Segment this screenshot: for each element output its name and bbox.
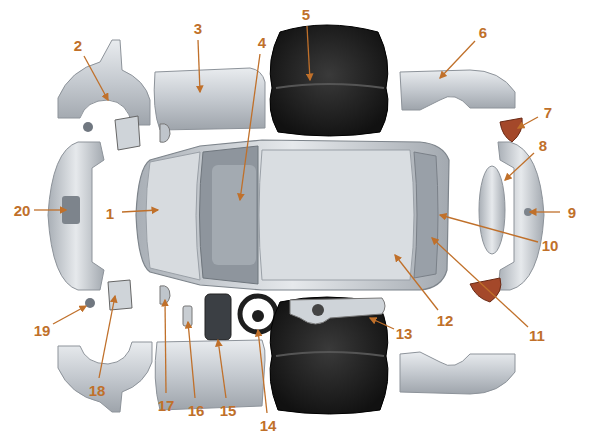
door-panel: [154, 68, 265, 130]
callout-number: 11: [529, 328, 545, 343]
fog-lamp: [85, 298, 95, 308]
leader-line: [505, 153, 534, 180]
leader-line: [198, 40, 200, 92]
seat: [270, 297, 388, 414]
steering-hub: [252, 310, 264, 322]
callout-number: 7: [544, 105, 552, 120]
seat: [270, 25, 388, 136]
callout-number: 10: [542, 238, 559, 253]
callout-number: 3: [194, 21, 202, 36]
leader-line: [432, 238, 528, 327]
hood: [146, 152, 200, 280]
leader-line: [530, 211, 560, 212]
leader-line: [258, 330, 267, 413]
roof: [259, 150, 414, 280]
front-fender: [58, 342, 152, 412]
rear-window: [414, 152, 438, 278]
leader-line: [218, 340, 226, 398]
instrument-cluster: [205, 294, 231, 340]
car-body: [136, 140, 449, 290]
leader-line: [440, 215, 538, 242]
leader-line: [518, 117, 538, 128]
callout-number: 9: [568, 205, 576, 220]
front-bumper: [48, 142, 104, 290]
callout-number: 6: [479, 25, 487, 40]
callout-number: 13: [396, 326, 413, 341]
leader-line: [240, 54, 260, 200]
rear-quarter-panel: [400, 352, 515, 394]
callout-number: 16: [188, 403, 205, 418]
callout-number: 18: [89, 383, 106, 398]
seat-seam: [276, 84, 384, 88]
leader-line: [370, 318, 394, 329]
leader-line: [165, 300, 166, 393]
rear-bumper: [498, 142, 544, 290]
callout-number: 1: [106, 206, 114, 221]
callout-number: 4: [258, 35, 266, 50]
callout-number: 15: [220, 403, 237, 418]
leader-line: [307, 26, 310, 80]
steering-wheel: [240, 296, 276, 332]
leader-line: [440, 41, 475, 78]
leader-line: [84, 56, 108, 100]
seat-seam: [276, 352, 384, 356]
leader-line: [395, 255, 438, 310]
center-console: [290, 298, 385, 324]
windshield: [200, 146, 259, 284]
leader-lines: [34, 26, 560, 413]
callout-number: 12: [437, 313, 454, 328]
console-knob: [312, 304, 324, 316]
fog-lamp: [83, 122, 93, 132]
rear-quarter-panel: [400, 70, 515, 110]
tail-light: [500, 118, 522, 142]
leader-line: [188, 322, 195, 398]
mirror: [160, 124, 170, 143]
cabin-floor: [212, 165, 256, 265]
callout-number: 8: [539, 138, 547, 153]
callout-number: 5: [302, 7, 310, 22]
callout-number: 14: [260, 418, 277, 433]
rear-panel: [479, 166, 505, 254]
headlight: [115, 116, 140, 150]
callout-number: 19: [34, 323, 51, 338]
callout-number: 17: [158, 398, 175, 413]
leader-line: [53, 306, 86, 324]
leader-line: [122, 210, 158, 212]
callout-number: 2: [74, 38, 82, 53]
headlight: [108, 280, 132, 310]
leader-line: [34, 209, 66, 210]
leader-line: [99, 296, 115, 378]
callout-number: 20: [14, 203, 31, 218]
front-fender: [58, 40, 150, 125]
